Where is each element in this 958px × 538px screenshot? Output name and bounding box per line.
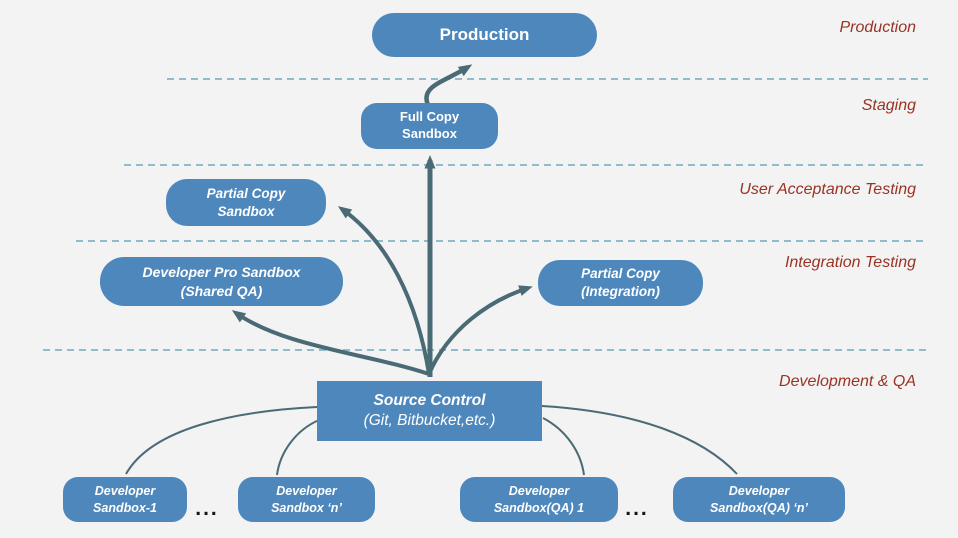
node-dev-sandbox-qa-1-line2: Sandbox(QA) 1 <box>493 500 585 515</box>
edge-source-to-dev-sandbox-n <box>276 419 320 476</box>
tier-label-dev-qa: Development & QA <box>779 373 916 390</box>
tier-label-staging: Staging <box>861 97 916 114</box>
node-dev-sandbox-qa-n-line2: Sandbox(QA) ‘n’ <box>710 500 808 515</box>
node-partial-copy-uat-line1: Partial Copy <box>206 185 286 201</box>
edge-source-to-dev-sandbox-1 <box>125 406 318 475</box>
node-developer-pro-sandbox: Developer Pro Sandbox (Shared QA) <box>100 257 343 306</box>
node-dev-sandbox-1-line2: Sandbox-1 <box>93 500 157 515</box>
node-developer-sandbox-n: Developer Sandbox ‘n’ <box>238 477 375 522</box>
tier-label-integration: Integration Testing <box>784 254 916 271</box>
node-dev-sandbox-1-line1: Developer <box>94 484 156 499</box>
node-full-copy-line1: Full Copy <box>399 109 460 125</box>
node-dev-sandbox-n-line2: Sandbox ‘n’ <box>271 500 342 515</box>
node-dev-pro-line2: (Shared QA) <box>180 282 263 299</box>
node-production: Production <box>372 13 597 57</box>
node-partial-copy-sandbox: Partial Copy Sandbox <box>166 179 326 226</box>
node-full-copy-line2: Sandbox <box>402 126 457 141</box>
edge-source-to-partial-copy-uat <box>337 206 431 375</box>
node-production-label: Production <box>439 24 530 44</box>
ellipsis-right: ... <box>625 497 649 520</box>
node-dev-sandbox-n-line1: Developer <box>276 484 337 499</box>
node-source-control-line2: (Git, Bitbucket,etc.) <box>363 412 496 429</box>
edge-source-to-partial-copy-integration <box>427 285 533 375</box>
node-developer-sandbox-qa-1: Developer Sandbox(QA) 1 <box>460 477 618 522</box>
source-to-sandbox-connectors <box>125 405 738 476</box>
tier-label-uat: User Acceptance Testing <box>739 181 916 198</box>
edge-source-to-dev-sandbox-qa-n <box>541 405 738 475</box>
node-developer-sandbox-1: Developer Sandbox-1 <box>63 477 187 522</box>
node-partial-copy-int-line1: Partial Copy <box>581 266 660 282</box>
node-source-control-line1: Source Control <box>373 391 486 409</box>
promotion-arrows <box>231 64 533 377</box>
node-partial-copy-integration: Partial Copy (Integration) <box>538 260 703 306</box>
edge-source-to-dev-sandbox-qa-1 <box>542 417 585 476</box>
node-dev-pro-line1: Developer Pro Sandbox <box>142 264 301 281</box>
node-partial-copy-uat-line2: Sandbox <box>217 203 275 219</box>
node-dev-sandbox-qa-1-line1: Developer <box>508 484 570 499</box>
tier-label-production: Production <box>839 19 917 36</box>
ellipsis-left: ... <box>195 497 219 520</box>
node-partial-copy-int-line2: (Integration) <box>581 284 660 299</box>
edge-source-to-dev-pro <box>231 310 430 376</box>
node-dev-sandbox-qa-n-line1: Developer <box>728 484 790 499</box>
node-source-control: Source Control (Git, Bitbucket,etc.) <box>317 381 542 441</box>
edge-full-copy-to-production <box>424 64 473 106</box>
node-developer-sandbox-qa-n: Developer Sandbox(QA) ‘n’ <box>673 477 845 522</box>
tier-separator-lines <box>43 78 928 351</box>
node-full-copy-sandbox: Full Copy Sandbox <box>361 103 498 149</box>
